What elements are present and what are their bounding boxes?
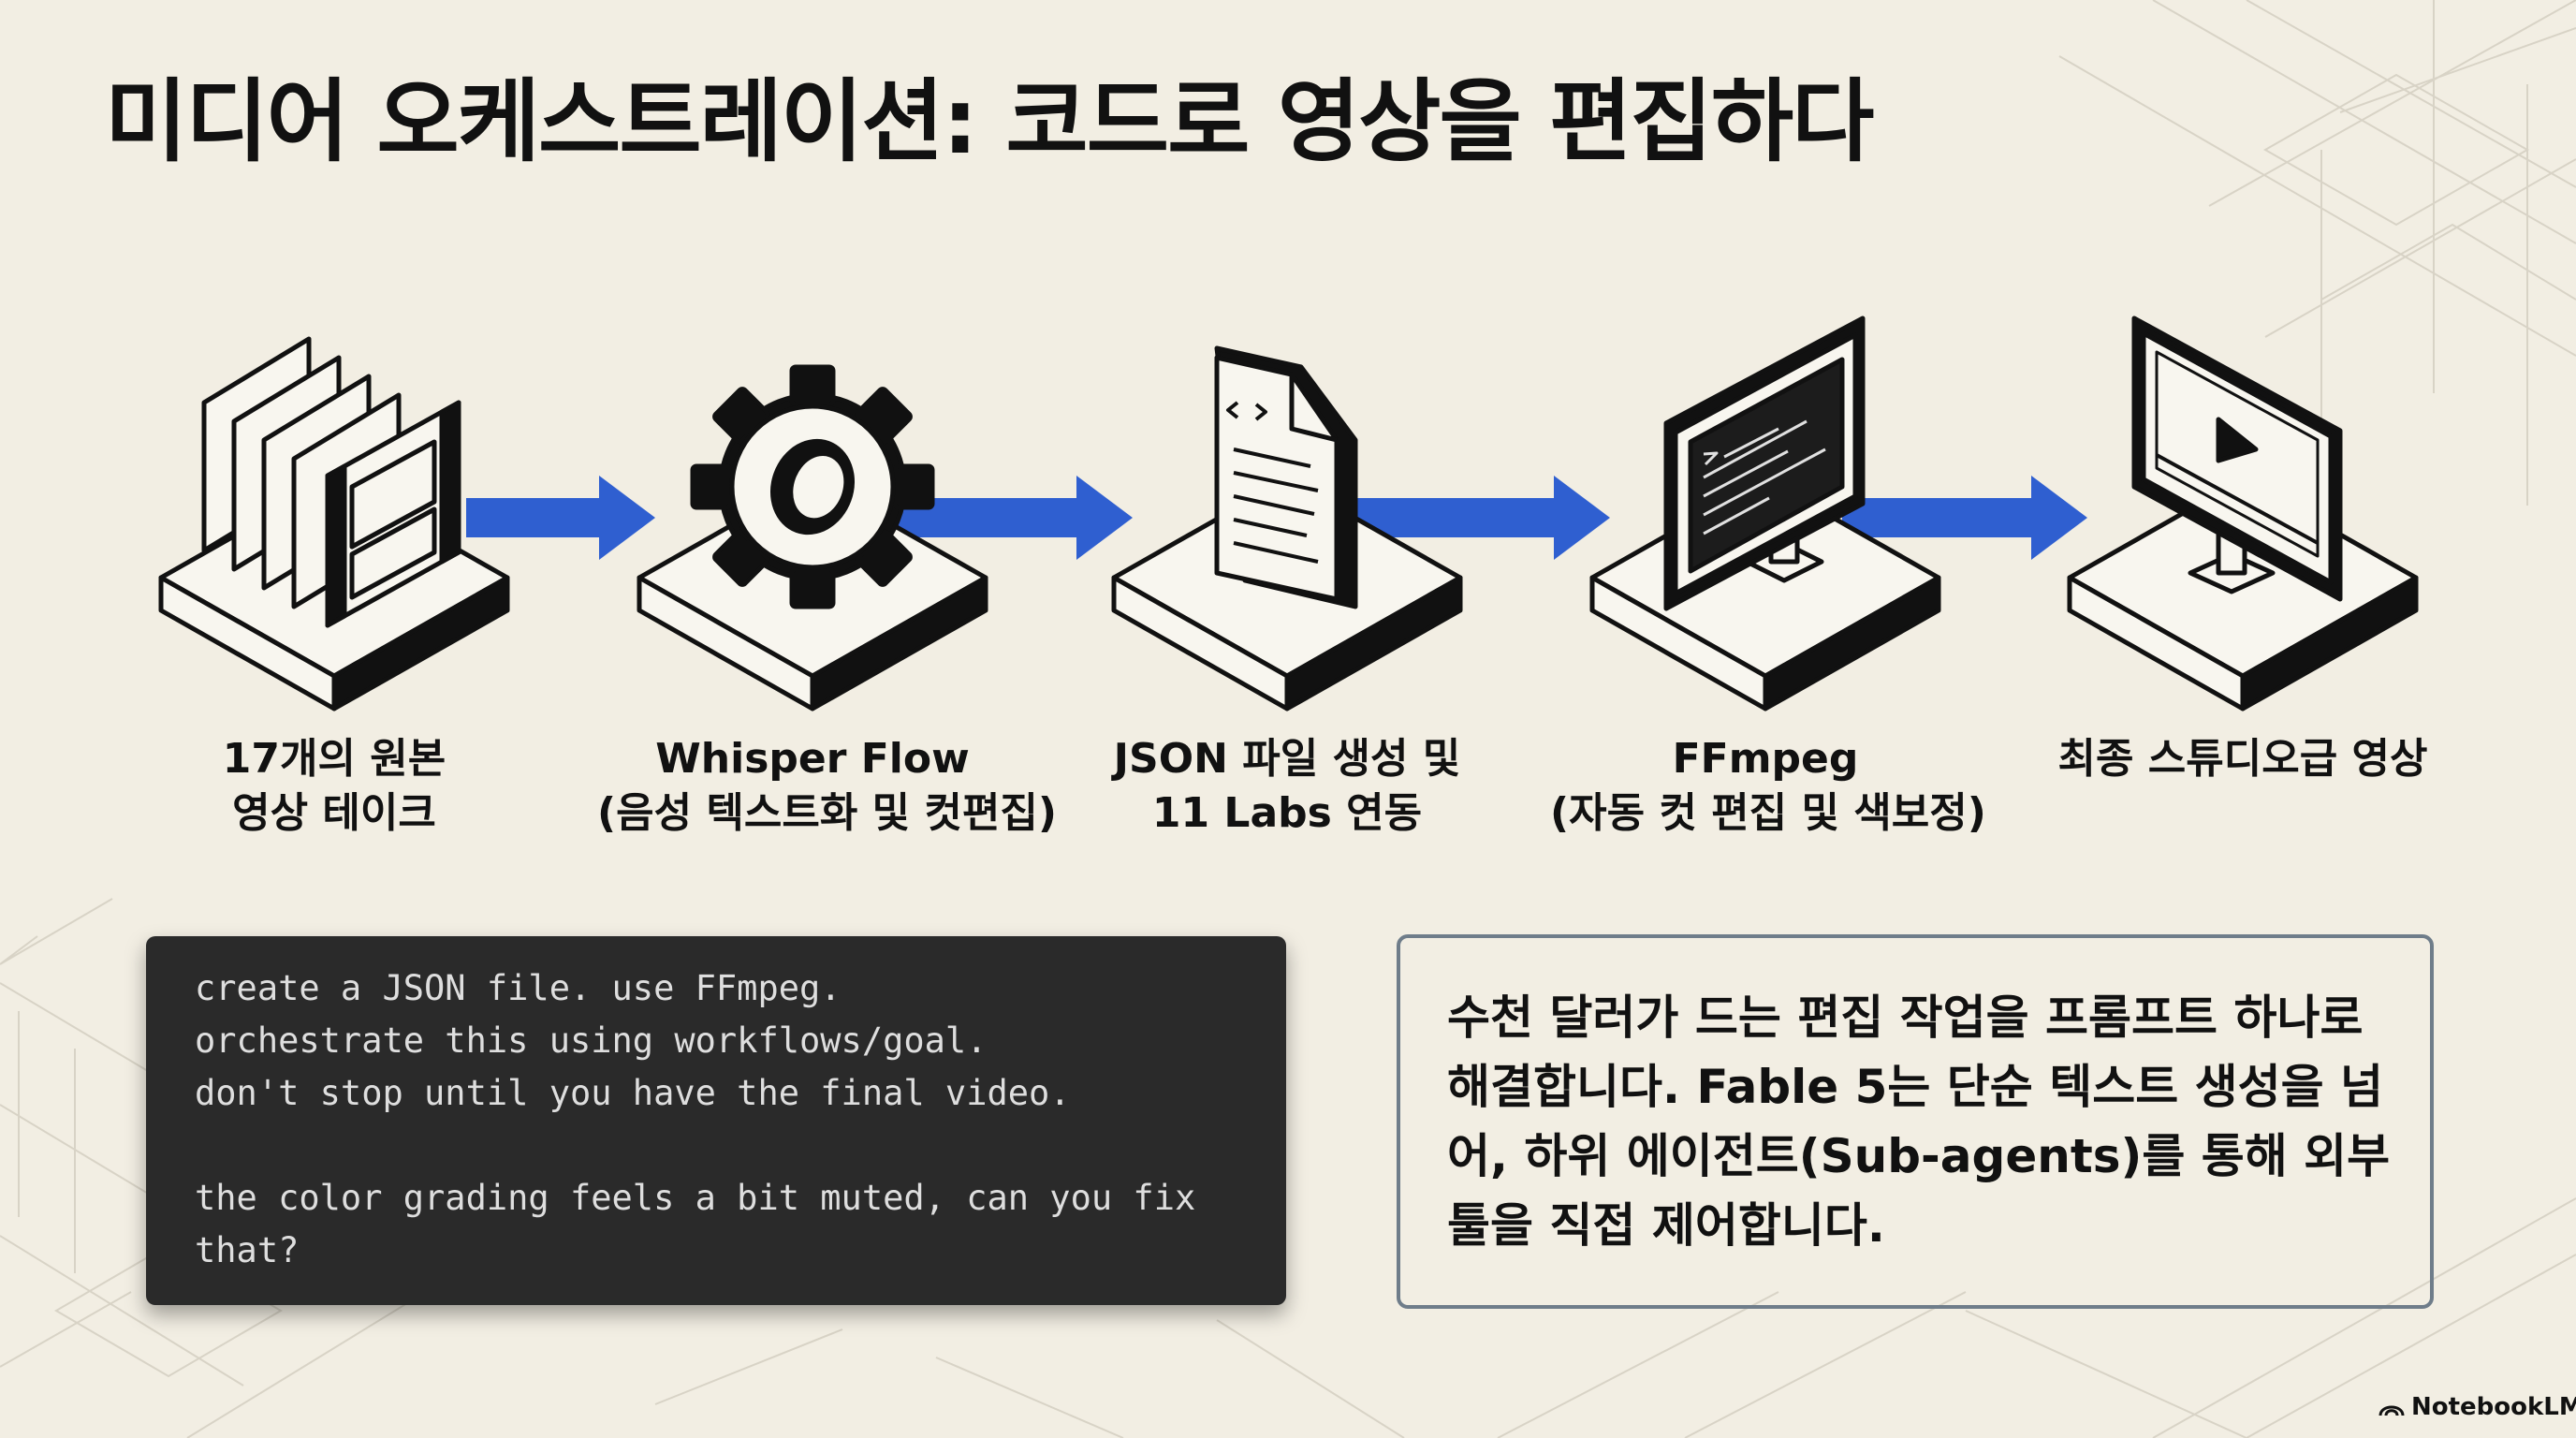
- step-label-1-line-1: 17개의 원본: [222, 735, 446, 783]
- brand-label: NotebookLM: [2411, 1393, 2576, 1421]
- code-line: the color grading feels a bit muted, can…: [195, 1178, 1196, 1218]
- arrow-3-icon: [1355, 476, 1610, 560]
- step-1-icon-group: [161, 336, 507, 709]
- step-5-icon-group: [2070, 315, 2416, 709]
- pipeline-diagram: [0, 315, 2576, 843]
- video-monitor-icon: [2131, 315, 2343, 602]
- step-label-5-line-1: 최종 스튜디오급 영상: [2057, 735, 2428, 783]
- step-label-2: Whisper Flow (음성 텍스트화 및 컷편집): [597, 732, 1057, 841]
- step-4-icon-group: [1592, 315, 1939, 709]
- step-label-4-line-2: (자동 컷 편집 및 색보정): [1550, 789, 1986, 837]
- description-line: 해결합니다. Fable 5는 단순 텍스트 생성을 넘: [1447, 1060, 2384, 1114]
- description-line: 수천 달러가 드는 편집 작업을 프롬프트 하나로: [1447, 990, 2364, 1045]
- description-line: 툴을 직접 제어합니다.: [1447, 1198, 1885, 1253]
- step-label-3: JSON 파일 생성 및 11 Labs 연동: [1072, 732, 1502, 841]
- gear-icon: [690, 364, 935, 609]
- arrow-4-icon: [1842, 476, 2087, 560]
- step-label-3-line-1: JSON 파일 생성 및: [1113, 735, 1461, 783]
- flow-arrows: [466, 476, 2087, 560]
- step-2-icon-group: [639, 364, 986, 709]
- step-label-4: FFmpeg (자동 컷 편집 및 색보정): [1550, 732, 1986, 841]
- step-3-icon-group: [1114, 345, 1460, 709]
- prompt-code-box: create a JSON file. use FFmpeg. orchestr…: [146, 936, 1286, 1305]
- code-line: don't stop until you have the final vide…: [195, 1073, 1071, 1113]
- step-label-2-line-2: (음성 텍스트화 및 컷편집): [597, 789, 1057, 837]
- step-label-4-line-1: FFmpeg: [1672, 735, 1859, 783]
- description-line: 어, 하위 에이전트(Sub-agents)를 통해 외부: [1447, 1129, 2391, 1183]
- arrow-2-icon: [889, 476, 1133, 560]
- step-label-3-line-2: 11 Labs 연동: [1151, 789, 1423, 837]
- page-title: 미디어 오케스트레이션: 코드로 영상을 편집하다: [105, 69, 1874, 174]
- step-label-5: 최종 스튜디오급 영상: [2027, 732, 2458, 786]
- step-label-2-line-1: Whisper Flow: [655, 735, 970, 783]
- code-line: that?: [195, 1230, 300, 1270]
- description-box: 수천 달러가 드는 편집 작업을 프롬프트 하나로 해결합니다. Fable 5…: [1397, 934, 2434, 1309]
- step-label-1: 17개의 원본 영상 테이크: [119, 732, 549, 841]
- code-line: create a JSON file. use FFmpeg.: [195, 968, 842, 1008]
- terminal-monitor-icon: [1663, 315, 1866, 611]
- code-document-icon: [1214, 345, 1358, 609]
- arrow-1-icon: [466, 476, 655, 560]
- film-reels-icon: [201, 336, 461, 628]
- code-line: [195, 1120, 1237, 1172]
- notebooklm-icon: [2378, 1405, 2405, 1416]
- brand-watermark: NotebookLM: [2378, 1393, 2576, 1421]
- step-label-1-line-2: 영상 테이크: [232, 789, 436, 837]
- code-line: orchestrate this using workflows/goal.: [195, 1020, 988, 1061]
